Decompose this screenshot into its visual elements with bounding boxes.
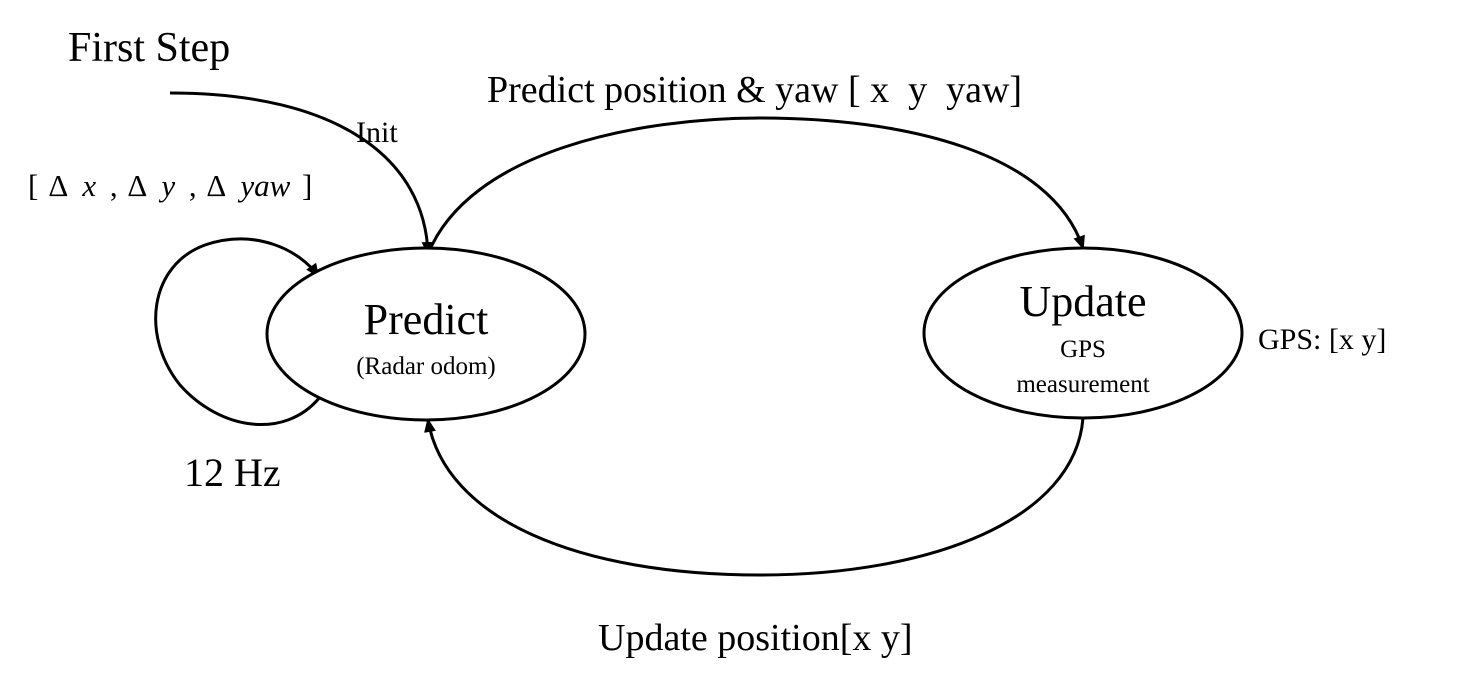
predict-node[interactable] <box>265 246 587 422</box>
self-loop-arrow <box>154 237 322 426</box>
delta-vector-label: [ Δ x , Δ y , Δ yaw ] <box>28 168 312 203</box>
delta-yaw: yaw <box>237 168 290 203</box>
update-to-predict-arrow <box>424 417 1085 577</box>
delta-y: y <box>158 168 175 203</box>
delta-separator-1: , <box>110 168 118 203</box>
delta-symbol-y: Δ <box>127 168 146 203</box>
init-arrow <box>169 91 434 256</box>
update-arrow-label: Update position[x y] <box>598 617 913 659</box>
delta-x: x <box>81 168 96 203</box>
init-label: Init <box>356 116 398 149</box>
gps-input-label: GPS: [x y] <box>1258 323 1386 356</box>
predict-node-title: Predict <box>364 295 489 344</box>
delta-close-bracket: ] <box>302 168 312 203</box>
update-node[interactable] <box>922 246 1244 420</box>
update-node-subtitle-line1: GPS <box>1060 336 1106 363</box>
first-step-label: First Step <box>68 25 230 71</box>
predict-node-subtitle: (Radar odom) <box>356 353 496 380</box>
delta-symbol-x: Δ <box>48 168 67 203</box>
delta-separator-2: , <box>189 168 197 203</box>
predict-to-update-arrow <box>426 116 1085 255</box>
predict-arrow-label: Predict position & yaw [ x y yaw] <box>487 69 1022 111</box>
update-node-subtitle-line2: measurement <box>1016 371 1149 398</box>
delta-symbol-yaw: Δ <box>206 168 225 203</box>
delta-open-bracket: [ <box>28 168 38 203</box>
rate-label: 12 Hz <box>184 450 281 495</box>
update-node-title: Update <box>1019 277 1146 326</box>
